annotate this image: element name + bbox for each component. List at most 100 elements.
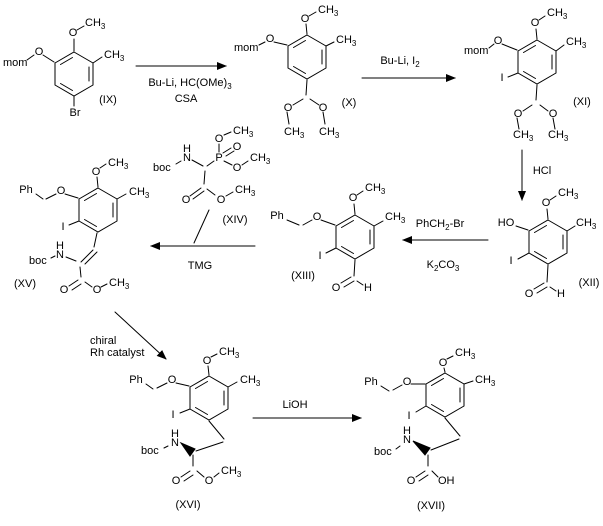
atom-label-n: N [403, 434, 411, 446]
benzene-ring [517, 39, 557, 85]
compound-label-xiv: (XIV) [222, 214, 247, 226]
atom-label-o: O [57, 185, 66, 197]
methoxy-label: CH3 [219, 346, 240, 360]
atom-label-h: H [56, 240, 64, 252]
methoxy-label: CH3 [513, 129, 534, 143]
compound-label-xvi: (XVI) [175, 499, 200, 511]
reagent-label: HCl [533, 165, 551, 177]
bonds [26, 25, 103, 107]
atom-label-h: H [183, 143, 191, 155]
methoxy-label: CH3 [284, 126, 305, 140]
phenyl-label: Ph [129, 374, 142, 386]
reagent-label: Bu-Li, I2 [380, 55, 420, 69]
mom-label: mom [464, 45, 488, 57]
methyl-label: CH3 [475, 374, 496, 388]
atom-label-n: N [171, 437, 179, 449]
bonds [286, 190, 384, 288]
reaction-arrow-2: Bu-Li, I2 [361, 55, 456, 82]
atom-label-o: O [407, 475, 416, 487]
bonds [515, 195, 576, 294]
atom-label-o: O [525, 288, 534, 300]
structure-x: O CH3 mom O CH3 O O CH3 CH3 (X) [234, 4, 357, 140]
atom-label-o: O [205, 475, 214, 487]
boc-label: boc [29, 255, 47, 267]
bonds [175, 131, 249, 200]
atom-label-o: O [172, 475, 181, 487]
benzene-ring [78, 187, 118, 233]
iodine-label: I [318, 250, 321, 262]
atom-label-o: O [35, 46, 44, 58]
methyl-label: CH3 [104, 49, 125, 63]
methoxy-label: CH3 [455, 347, 476, 361]
methoxy-label: CH3 [221, 465, 242, 479]
methoxy-label: CH3 [250, 152, 271, 166]
bromine-label: Br [70, 107, 81, 119]
bonds [258, 11, 335, 125]
atom-label-o: O [494, 35, 503, 47]
structure-ix: O CH3 mom O CH3 Br (IX) [3, 17, 125, 119]
mom-label: mom [234, 42, 258, 54]
structure-xii: O CH3 HO CH3 I O H (XII) [498, 187, 600, 300]
atom-label-o: O [215, 133, 224, 145]
methoxy-label: CH3 [109, 277, 130, 291]
compound-label-xii: (XII) [579, 277, 600, 289]
reaction-arrow-5: TMG [150, 209, 256, 272]
methyl-label: CH3 [240, 374, 261, 388]
atom-label-h: H [403, 425, 411, 437]
atom-label-o: O [313, 211, 322, 223]
reaction-arrow-6: chiral Rh catalyst [90, 311, 167, 360]
reagent-label: CSA [175, 93, 198, 105]
arrow-line [114, 311, 167, 360]
reagent-feed-line [193, 209, 210, 244]
atom-label-h: H [364, 282, 372, 294]
iodine-label: I [500, 72, 503, 84]
atom-label-n: N [56, 249, 64, 261]
methoxy-label: CH3 [85, 17, 106, 31]
atom-label-o: O [203, 355, 212, 367]
atom-label-o: O [93, 284, 102, 296]
reagent-label: Bu-Li, HC(OMe)3 [148, 77, 232, 91]
compound-label-xv: (XV) [14, 278, 36, 290]
iodine-label: I [171, 409, 174, 421]
methoxy-label: CH3 [547, 7, 568, 21]
iodine-label: I [61, 221, 64, 233]
atom-label-o: O [332, 282, 341, 294]
methoxy-label: CH3 [235, 184, 256, 198]
methoxy-label: CH3 [365, 182, 386, 196]
structure-xv: O CH3 Ph O CH3 I H N boc O O CH3 (XV) [14, 157, 150, 296]
reaction-arrow-3: HCl [518, 149, 551, 201]
atom-label-o: O [182, 194, 191, 206]
atom-label-o: O [542, 197, 551, 209]
atom-label-o: O [301, 13, 310, 25]
hydroxyl-label: OH [438, 475, 455, 487]
wedge-bond [412, 440, 431, 456]
atom-label-o: O [403, 376, 412, 388]
atom-label-o: O [92, 166, 101, 178]
compound-label-ix: (IX) [99, 94, 117, 106]
methyl-label: CH3 [385, 211, 406, 225]
atom-label-n: N [183, 152, 191, 164]
atom-label-h: H [171, 428, 179, 440]
structure-xiii: O CH3 Ph O CH3 I O H (XIII) [270, 182, 406, 294]
atom-label-o: O [514, 108, 523, 120]
structure-xvii: O CH3 Ph O CH3 I H N boc O OH (XVII) [364, 347, 496, 512]
structure-xiv: boc H N P O CH3 O O CH3 O O CH3 (XIV) [153, 125, 271, 226]
iodine-label: I [407, 410, 410, 422]
methoxy-label: CH3 [319, 126, 340, 140]
atom-label-o: O [60, 284, 69, 296]
compound-label-xiii: (XIII) [291, 270, 315, 282]
mom-label: mom [3, 57, 27, 69]
bonds [145, 353, 238, 482]
compound-label-xi: (XI) [573, 96, 591, 108]
reaction-arrow-1: Bu-Li, HC(OMe)3 CSA [135, 62, 232, 105]
atom-label-o: O [349, 192, 358, 204]
atom-label-o: O [266, 33, 275, 45]
atom-label-o: O [233, 141, 242, 153]
iodine-label: I [509, 255, 512, 267]
bonds [380, 355, 474, 482]
reagent-label: chiral [90, 335, 116, 347]
wedge-bond [179, 441, 196, 457]
bonds [35, 163, 127, 291]
